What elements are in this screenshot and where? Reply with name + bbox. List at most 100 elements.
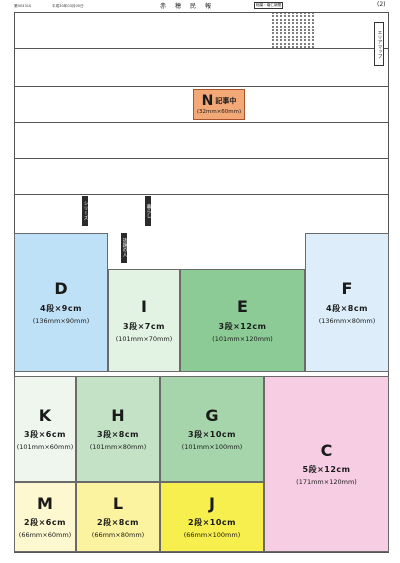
ad-dimensions: 4段×9cm (40, 303, 82, 313)
grid-dot (292, 39, 294, 42)
grid-dot (276, 12, 278, 14)
grid-dot (312, 42, 314, 45)
grid-dot (300, 25, 302, 28)
ad-dimensions: 3段×10cm (188, 430, 236, 440)
grid-dot (288, 42, 290, 45)
grid-dot (272, 42, 274, 45)
grid-dot (300, 15, 302, 18)
grid-dot (284, 39, 286, 42)
ad-slot-i[interactable]: I 3段×7cm (101mm×70mm) (108, 269, 180, 372)
grid-dot (280, 25, 282, 28)
grid-dot (276, 32, 278, 35)
ad-n-text: 記事中 (215, 97, 237, 105)
grid-dot (312, 45, 314, 48)
ad-size-mm: (101mm×60mm) (16, 443, 74, 452)
grid-dot (284, 15, 286, 18)
column-line (14, 48, 389, 49)
grid-dot (280, 15, 282, 18)
issue-number: 第003310 (14, 4, 32, 8)
ad-slot-h[interactable]: H 3段×8cm (101mm×80mm) (76, 376, 160, 482)
corner-tag: エリアマップ (374, 22, 384, 66)
grid-dot (312, 25, 314, 28)
grid-dot (312, 18, 314, 21)
header-box-label: 稲葉・磯仁新聞 (254, 2, 284, 9)
grid-dot (304, 42, 306, 45)
grid-dot (280, 22, 282, 25)
grid-dot (288, 18, 290, 21)
ad-letter: D (54, 279, 68, 299)
grid-dot (280, 28, 282, 31)
ad-slot-n[interactable]: N 記事中 (32mm×60mm) (193, 89, 245, 120)
column-tag-c-label: 話題の人 (122, 238, 127, 258)
grid-dot (296, 35, 298, 38)
ad-slot-k[interactable]: K 3段×6cm (101mm×60mm) (14, 376, 76, 482)
ad-letter: G (205, 405, 219, 425)
ad-n-letter: N (201, 93, 214, 109)
ad-slot-f[interactable]: F 4段×8cm (136mm×80mm) (305, 233, 389, 372)
grid-dot (304, 12, 306, 14)
ad-dimensions: 3段×12cm (218, 321, 267, 331)
column-line (14, 122, 389, 123)
grid-dot (308, 18, 310, 21)
ad-size-mm: (101mm×120mm) (212, 334, 273, 343)
grid-dot (292, 12, 294, 14)
grid-dot (308, 39, 310, 42)
ad-slot-e[interactable]: E 3段×12cm (101mm×120mm) (180, 269, 305, 372)
grid-dot (308, 25, 310, 28)
grid-dot (300, 28, 302, 31)
column-tag-a: シリーズ (82, 196, 88, 226)
grid-dot (276, 18, 278, 21)
ad-letter: F (341, 279, 353, 299)
ad-size-mm: (136mm×90mm) (32, 316, 90, 325)
grid-dot (272, 32, 274, 35)
grid-dot (292, 35, 294, 38)
grid-dot (296, 32, 298, 35)
ad-dimensions: 3段×6cm (24, 430, 66, 440)
grid-dot (288, 32, 290, 35)
grid-dot (272, 39, 274, 42)
grid-dot (288, 22, 290, 25)
grid-dot (300, 12, 302, 14)
grid-dot (276, 22, 278, 25)
grid-dot (272, 28, 274, 31)
column-line (14, 158, 389, 159)
ad-slot-j[interactable]: J 2段×10cm (66mm×100mm) (160, 482, 264, 552)
grid-dot (276, 35, 278, 38)
grid-dot (276, 45, 278, 48)
ad-slot-d[interactable]: D 4段×9cm (136mm×90mm) (14, 233, 108, 372)
column-tag-b: 暮らし (145, 196, 151, 226)
ad-dimensions: 3段×8cm (97, 430, 139, 440)
grid-dot (292, 22, 294, 25)
grid-dot (284, 42, 286, 45)
ad-letter: C (320, 440, 333, 460)
grid-dot (288, 28, 290, 31)
grid-dot (308, 32, 310, 35)
grid-dot (300, 35, 302, 38)
grid-dot (296, 45, 298, 48)
ad-slot-g[interactable]: G 3段×10cm (101mm×100mm) (160, 376, 264, 482)
ad-size-mm: (101mm×70mm) (115, 334, 173, 343)
ad-letter: E (237, 297, 248, 317)
grid-dot (288, 12, 290, 14)
grid-dot (284, 25, 286, 28)
grid-dot (308, 42, 310, 45)
grid-dot (300, 39, 302, 42)
grid-dot (284, 12, 286, 14)
ad-slot-m[interactable]: M 2段×6cm (66mm×60mm) (14, 482, 76, 552)
grid-dot (308, 28, 310, 31)
grid-dot (288, 35, 290, 38)
ad-dimensions: 4段×8cm (326, 303, 368, 313)
grid-dot (304, 25, 306, 28)
grid-dot (300, 45, 302, 48)
grid-dot (308, 12, 310, 14)
ad-letter: K (38, 405, 52, 425)
grid-dot (296, 39, 298, 42)
ad-slot-c[interactable]: C 5段×12cm (171mm×120mm) (264, 376, 389, 552)
grid-dot (300, 22, 302, 25)
grid-dot (276, 25, 278, 28)
grid-dot (272, 15, 274, 18)
grid-dot (304, 45, 306, 48)
grid-dot (304, 15, 306, 18)
ad-slot-l[interactable]: L 2段×8cm (66mm×80mm) (76, 482, 160, 552)
grid-dot (276, 42, 278, 45)
